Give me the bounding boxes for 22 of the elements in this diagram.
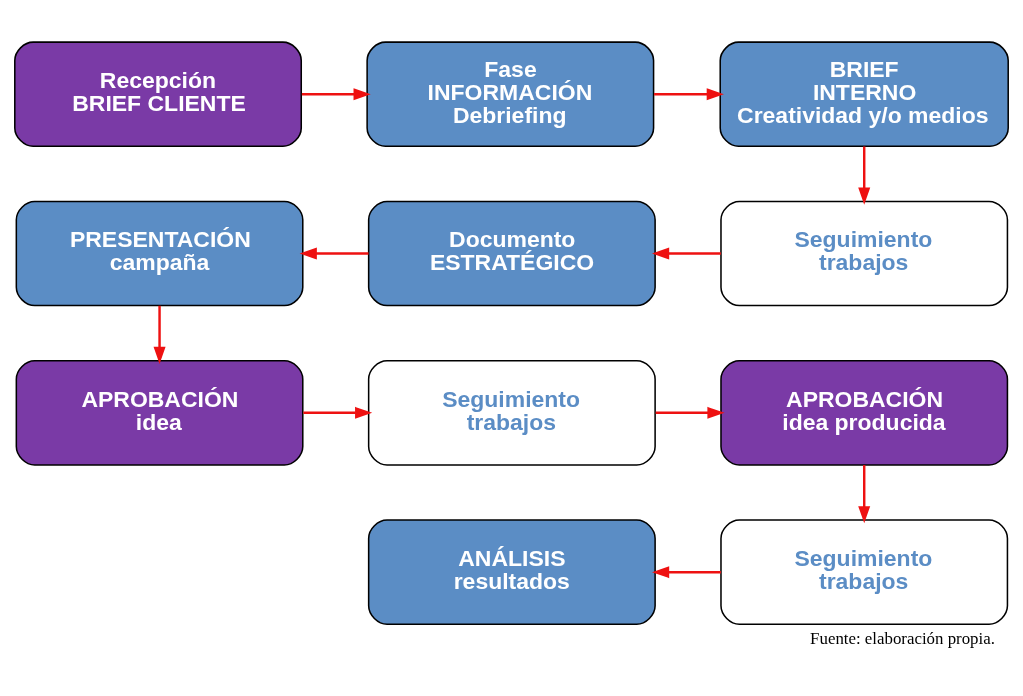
arrow [858, 146, 871, 205]
node-box: BRIEF INTERNO Creatividad y/o medios [719, 40, 1009, 147]
arrow [301, 87, 371, 100]
arrow [299, 247, 369, 260]
node-box: Seguimiento trabajos [367, 359, 656, 466]
arrow [858, 464, 871, 523]
node-box: Fase INFORMACIÓN Debriefing [366, 40, 655, 147]
node-box: APROBACIÓN idea [15, 359, 304, 466]
node-box: Recepción BRIEF CLIENTE [14, 40, 302, 147]
node-box: Seguimiento trabajos [720, 518, 1009, 625]
caption: Fuente: elaboración propia. [810, 628, 995, 648]
arrow [654, 87, 724, 100]
arrow [655, 406, 725, 419]
arrow [652, 247, 721, 260]
node-box: PRESENTACIÓN campaña [15, 200, 304, 306]
node-box: ANÁLISIS resultados [367, 518, 656, 625]
node-box: Documento ESTRATÉGICO [367, 200, 656, 306]
node-box: APROBACIÓN idea producida [720, 359, 1009, 466]
arrow [153, 305, 166, 364]
arrow [652, 565, 721, 578]
node-box: Seguimiento trabajos [720, 200, 1009, 306]
arrow [303, 406, 373, 419]
